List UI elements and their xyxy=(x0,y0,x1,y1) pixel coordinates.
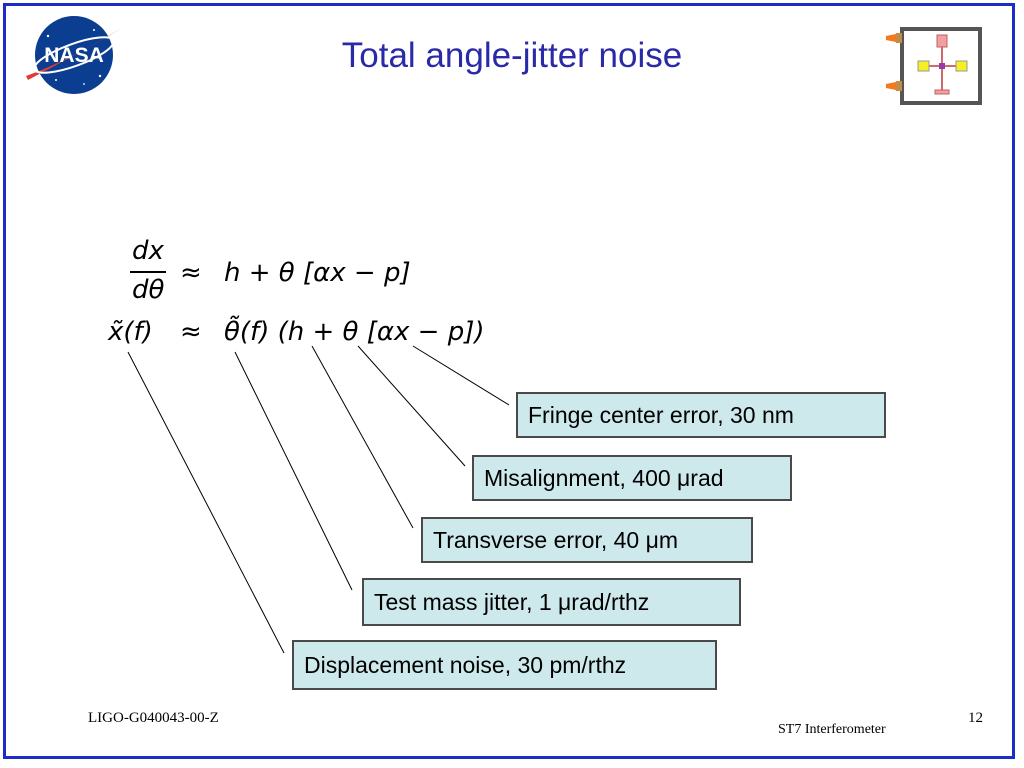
annotation-transverse-error: Transverse error, 40 μm xyxy=(421,517,753,563)
leader-line-test-mass xyxy=(234,351,353,591)
annotation-displacement-noise: Displacement noise, 30 pm/rthz xyxy=(292,640,717,690)
dx-numerator: dx xyxy=(132,236,164,266)
footer-project: ST7 Interferometer xyxy=(778,722,886,737)
slide-title: Total angle-jitter noise xyxy=(341,36,683,75)
derivative-rhs: h + θ [αx − p] xyxy=(224,258,411,288)
slide-frame xyxy=(3,3,1015,759)
noise-rhs: θ̃(f) (h + θ [αx − p]) xyxy=(224,317,485,347)
annotation-fringe-center: Fringe center error, 30 nm xyxy=(516,392,886,438)
svg-text:NASA: NASA xyxy=(44,44,104,67)
leader-line-misalignment xyxy=(357,345,466,467)
equation-derivative: dx dθ ≈ h + θ [αx − p] xyxy=(130,236,460,308)
dtheta-denominator: dθ xyxy=(132,275,165,305)
nasa-logo: NASA xyxy=(26,16,122,94)
leader-line-transverse xyxy=(311,345,414,529)
noise-lhs: x̃(f) xyxy=(108,317,153,347)
approx-symbol: ≈ xyxy=(180,317,202,347)
footer-page-number: 12 xyxy=(968,710,983,726)
footer-doc-id: LIGO-G040043-00-Z xyxy=(88,710,219,726)
annotation-test-mass-jitter: Test mass jitter, 1 μrad/rthz xyxy=(362,578,741,626)
fraction-bar xyxy=(130,271,166,273)
interferometer-icon xyxy=(886,27,982,105)
leader-line-fringe xyxy=(412,345,510,406)
annotation-misalignment: Misalignment, 400 μrad xyxy=(472,455,792,501)
approx-symbol: ≈ xyxy=(180,258,202,288)
leader-line-displacement xyxy=(127,351,285,654)
equation-noise: x̃(f) ≈ θ̃(f) (h + θ [αx − p]) xyxy=(108,315,528,355)
